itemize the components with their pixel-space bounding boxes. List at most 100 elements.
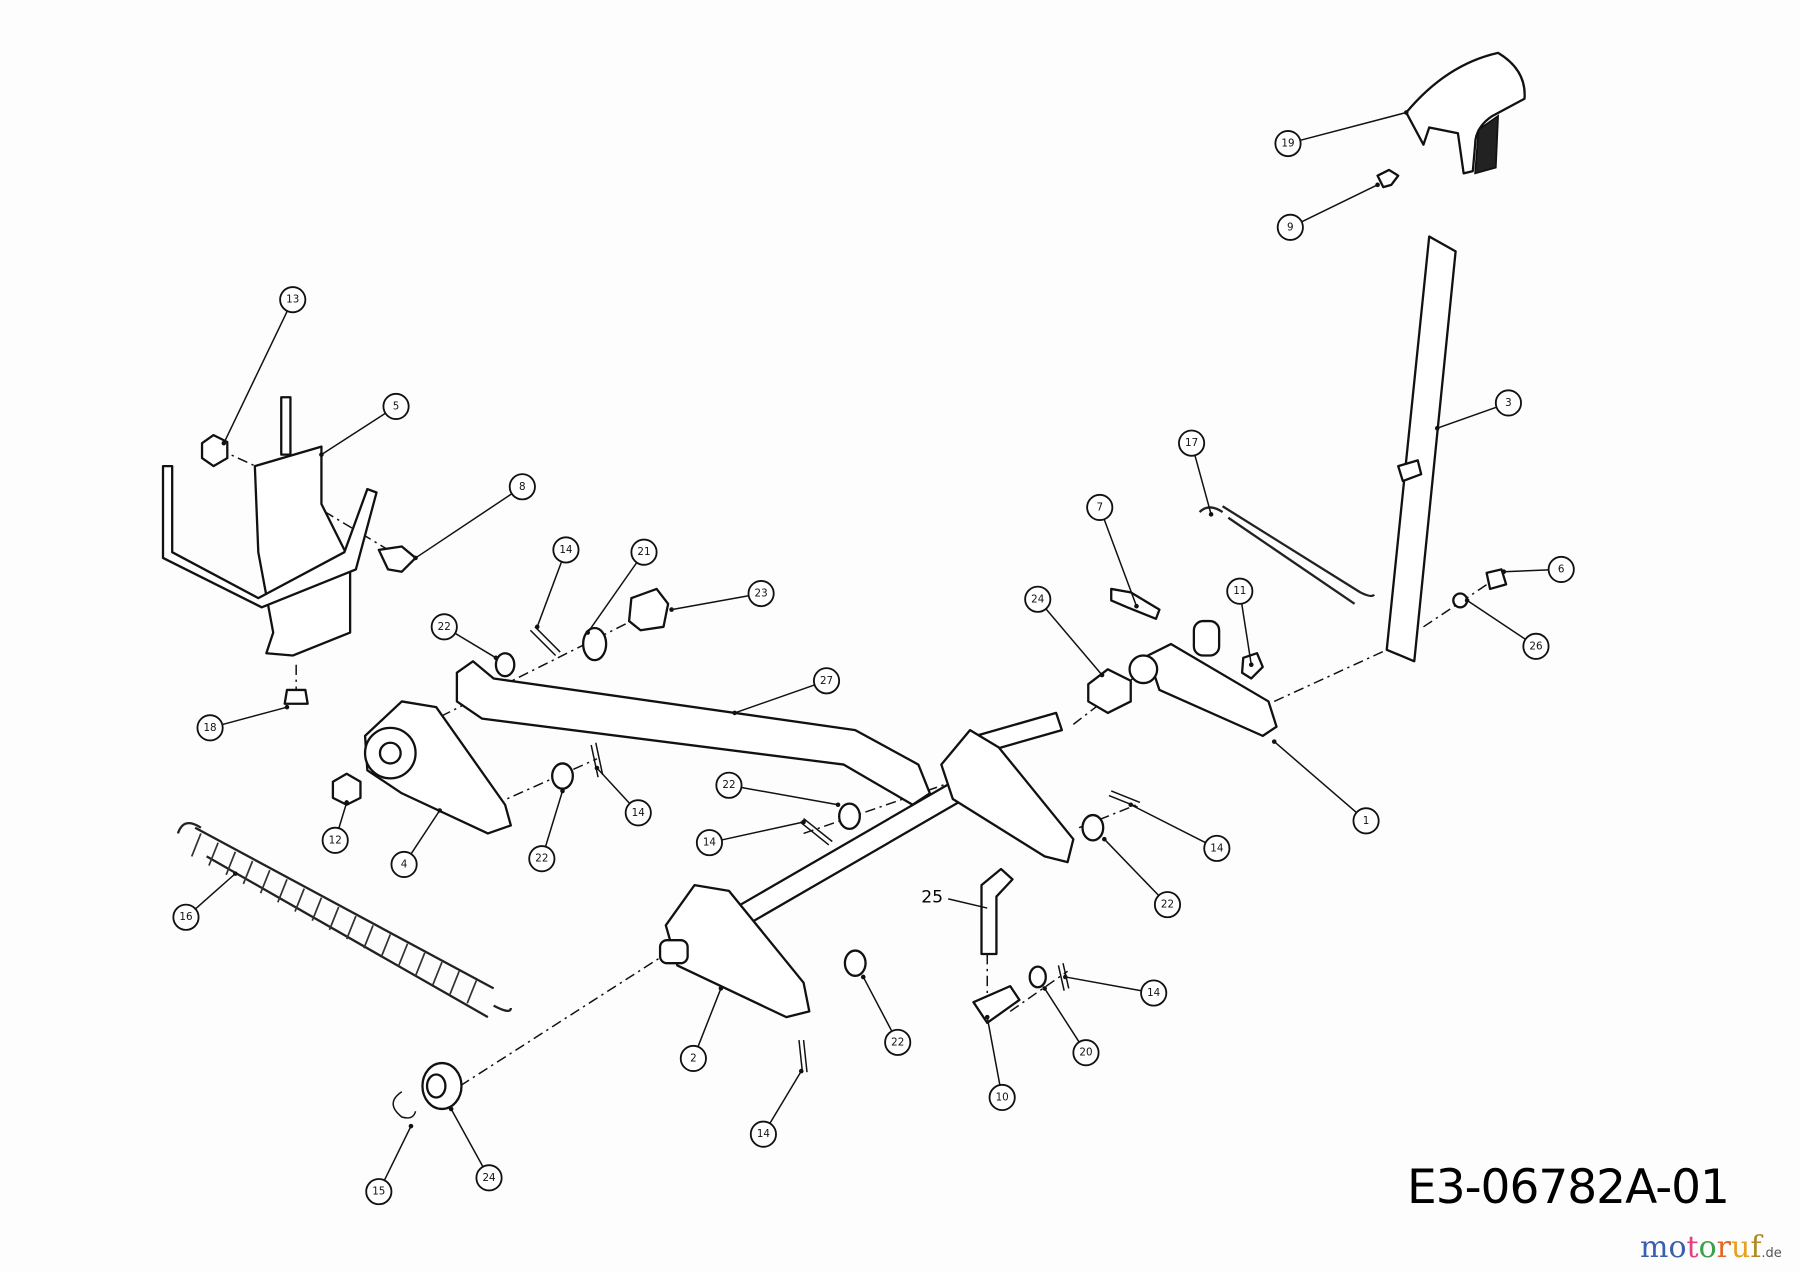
arm-boss <box>1192 619 1221 657</box>
washer-part <box>582 626 608 662</box>
callout-number: 22 <box>535 853 548 865</box>
logo-suffix: .de <box>1761 1246 1782 1261</box>
callout-number: 15 <box>372 1186 385 1198</box>
callout-18: 18 <box>196 704 290 742</box>
callout-number: 22 <box>891 1036 904 1048</box>
spring-part <box>1198 505 1376 605</box>
callout-number: 14 <box>757 1128 770 1140</box>
callout-5: 5 <box>319 392 410 457</box>
leader-dot <box>669 607 674 612</box>
leader-line <box>410 810 441 855</box>
spring-part <box>176 821 512 1019</box>
bushing-part <box>627 587 670 632</box>
arm-part <box>940 728 1075 864</box>
axis-line <box>1273 637 1413 703</box>
rod-part <box>161 464 378 609</box>
callout-number: 24 <box>1031 593 1044 605</box>
callout-number: 12 <box>329 834 342 846</box>
leader-dot <box>718 986 724 991</box>
callout-circle <box>630 538 658 566</box>
callout-number: 22 <box>1161 899 1174 911</box>
callout-26: 26 <box>1464 598 1550 660</box>
leader-dot <box>1128 802 1134 808</box>
callout-14: 14 <box>695 819 806 857</box>
callout-16: 16 <box>172 871 238 931</box>
leader-dot <box>1102 836 1107 842</box>
leader-dot <box>437 808 442 813</box>
callout-number: 11 <box>1233 585 1246 597</box>
plain-callout-25: 25 <box>921 888 988 909</box>
callout-3: 3 <box>1434 389 1522 431</box>
callout-number: 14 <box>703 837 716 849</box>
callout-4: 4 <box>390 808 442 878</box>
axis-line <box>493 758 598 806</box>
logo-letter: r <box>1716 1230 1731 1265</box>
cotter-pin <box>590 742 604 778</box>
callout-circle <box>390 850 418 878</box>
nut-part <box>331 772 362 806</box>
callout-circle <box>1226 577 1254 605</box>
lever-pin <box>1397 459 1423 483</box>
leader-dot <box>413 555 418 561</box>
callout-8: 8 <box>413 473 536 561</box>
callout-circle <box>1086 493 1114 521</box>
callout-27: 27 <box>732 667 841 716</box>
callout-number: 14 <box>1210 842 1223 854</box>
leader-dot <box>1063 974 1068 980</box>
leader-line <box>697 988 722 1047</box>
callout-11: 11 <box>1226 577 1254 667</box>
leader-dot <box>1501 569 1507 575</box>
drawing-number: E3-06782A-01 <box>1407 1160 1730 1215</box>
callout-22: 22 <box>430 613 499 661</box>
leader-line <box>1130 804 1206 844</box>
callout-circle <box>695 829 723 857</box>
callout-circle <box>1203 834 1231 862</box>
axis-line <box>441 953 667 1099</box>
callout-number: 13 <box>286 294 299 306</box>
callout-circle <box>884 1028 912 1056</box>
callout-circle <box>1140 979 1168 1007</box>
leader-line <box>544 790 564 847</box>
callout-17: 17 <box>1178 429 1214 517</box>
leader-dot <box>233 871 238 876</box>
logo-text: motoruf <box>1640 1230 1761 1265</box>
callout-number: 27 <box>820 675 833 687</box>
clip-part <box>392 1091 417 1119</box>
callout-number: 23 <box>755 588 768 600</box>
knob-part <box>1405 51 1526 175</box>
leader-line <box>1194 455 1212 515</box>
leader-line <box>1065 976 1142 992</box>
leader-line <box>671 595 749 611</box>
callout-1: 1 <box>1271 739 1380 835</box>
callout-circle <box>715 771 743 799</box>
callout-number: 19 <box>1281 138 1294 150</box>
leader-dot <box>984 1014 990 1020</box>
callout-14: 14 <box>1063 974 1168 1007</box>
washer-part <box>1081 813 1105 842</box>
bolt-part <box>283 688 309 705</box>
callout-24: 24 <box>1024 585 1105 678</box>
axis-line <box>1423 580 1493 628</box>
pin-part <box>980 867 1014 956</box>
callout-number: 14 <box>559 544 572 556</box>
leader-line <box>1103 838 1160 897</box>
leader-dot <box>1464 598 1470 603</box>
leader-line <box>1466 599 1526 640</box>
callout-21: 21 <box>585 538 658 635</box>
screw-part <box>1376 168 1400 189</box>
callout-number: 17 <box>1185 437 1198 449</box>
leader-dot <box>408 1123 414 1129</box>
callout-22: 22 <box>715 771 841 808</box>
cotter-pin <box>529 626 561 657</box>
callout-22: 22 <box>1102 836 1182 919</box>
callout-number: 5 <box>393 400 400 412</box>
leader-dot <box>801 819 806 825</box>
leader-dot <box>732 710 737 716</box>
callout-number: 10 <box>996 1091 1009 1103</box>
leader-line <box>1301 184 1378 223</box>
leader-line <box>321 412 386 456</box>
leader-dot <box>344 800 349 805</box>
callout-circle <box>365 1178 393 1206</box>
bushing-part <box>1128 654 1159 685</box>
